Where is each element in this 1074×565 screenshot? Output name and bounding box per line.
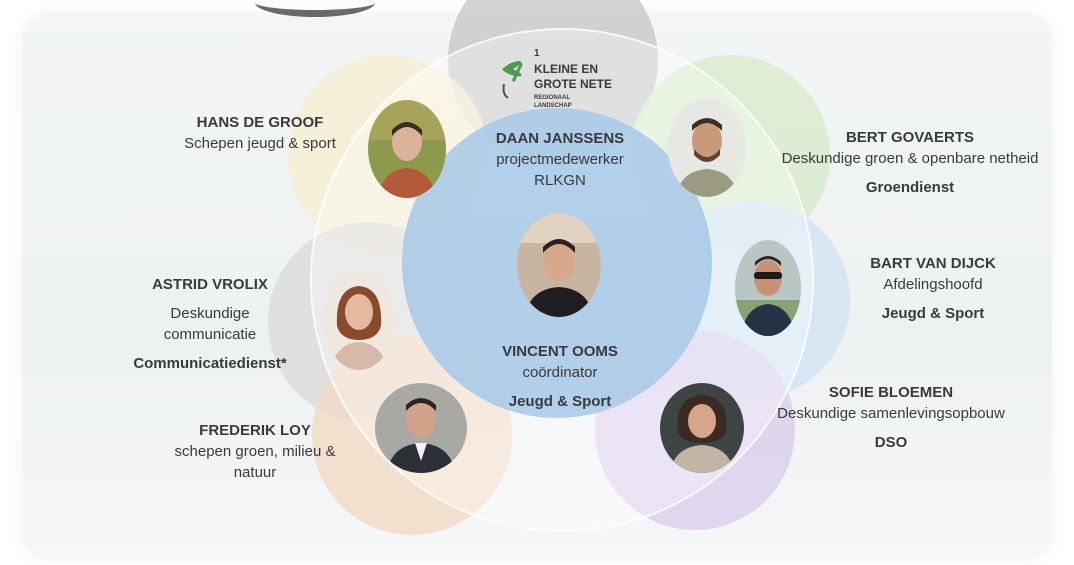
photo-frederik — [375, 383, 467, 473]
person-avatar-icon — [668, 99, 746, 197]
logo-line2: GROTE NETE — [534, 77, 613, 91]
role-bert: Deskundige groen & openbare netheid — [781, 150, 1039, 167]
dragonfly-icon — [502, 60, 524, 99]
logo-subtitle: REGIONAAL LANDSCHAP — [534, 94, 572, 110]
role-frederik-1: schepen groen, milieu & — [174, 443, 336, 460]
label-vincent: VINCENT OOMS coördinator Jeugd & Sport — [470, 341, 650, 412]
person-avatar-icon — [660, 383, 744, 473]
logo-line1: KLEINE EN — [534, 62, 599, 76]
label-frederik: FREDERIK LOY schepen groen, milieu & nat… — [155, 420, 355, 483]
name-vincent: VINCENT OOMS — [502, 343, 618, 360]
name-sofie: SOFIE BLOEMEN — [828, 384, 954, 401]
role-daan-1: projectmedewerker — [496, 151, 624, 168]
person-avatar-icon — [735, 240, 801, 336]
logo-number: 1 — [534, 48, 540, 59]
role-hans: Schepen jeugd & sport — [184, 135, 336, 152]
logo-sub2: LANDSCHAP — [534, 103, 572, 109]
label-daan: DAAN JANSSENS projectmedewerker RLKGN — [470, 128, 650, 191]
person-avatar-icon — [517, 213, 601, 317]
role-bart: Afdelingshoofd — [883, 276, 983, 293]
photo-vincent — [517, 213, 601, 317]
photo-hans — [368, 100, 446, 198]
logo-sub1: REGIONAAL — [534, 95, 570, 101]
role-daan-2: RLKGN — [534, 172, 586, 189]
role-frederik-2: natuur — [233, 464, 277, 481]
name-astrid: ASTRID VROLIX — [152, 276, 268, 293]
label-bart: BART VAN DIJCK Afdelingshoofd Jeugd & Sp… — [833, 253, 1033, 324]
photo-astrid — [323, 270, 395, 370]
label-astrid: ASTRID VROLIX Deskundige communicatie Co… — [120, 274, 300, 374]
name-daan: DAAN JANSSENS — [495, 130, 625, 147]
person-avatar-icon — [323, 270, 395, 370]
label-hans: HANS DE GROOF Schepen jeugd & sport — [170, 112, 350, 154]
name-hans: HANS DE GROOF — [196, 114, 324, 131]
dept-vincent: Jeugd & Sport — [508, 393, 612, 410]
dept-astrid: Communicatiedienst* — [133, 355, 287, 372]
role-astrid-1: Deskundige — [170, 305, 250, 322]
label-sofie: SOFIE BLOEMEN Deskundige samenlevingsopb… — [746, 382, 1036, 453]
photo-sofie — [660, 383, 744, 473]
person-avatar-icon — [375, 383, 467, 473]
role-sofie: Deskundige samenlevingsopbouw — [777, 405, 1005, 422]
dept-sofie: DSO — [874, 434, 908, 451]
label-bert: BERT GOVAERTS Deskundige groen & openbar… — [755, 127, 1065, 198]
name-bart: BART VAN DIJCK — [870, 255, 996, 272]
name-bert: BERT GOVAERTS — [845, 129, 975, 146]
dept-bart: Jeugd & Sport — [881, 305, 985, 322]
photo-bart — [735, 240, 801, 336]
name-frederik: FREDERIK LOY — [199, 422, 311, 439]
dept-bert: Groendienst — [865, 179, 955, 196]
photo-bert — [668, 99, 746, 197]
role-astrid-2: communicatie — [163, 326, 257, 343]
title-fragment — [255, 0, 375, 17]
role-vincent: coördinator — [522, 364, 598, 381]
person-avatar-icon — [368, 100, 446, 198]
